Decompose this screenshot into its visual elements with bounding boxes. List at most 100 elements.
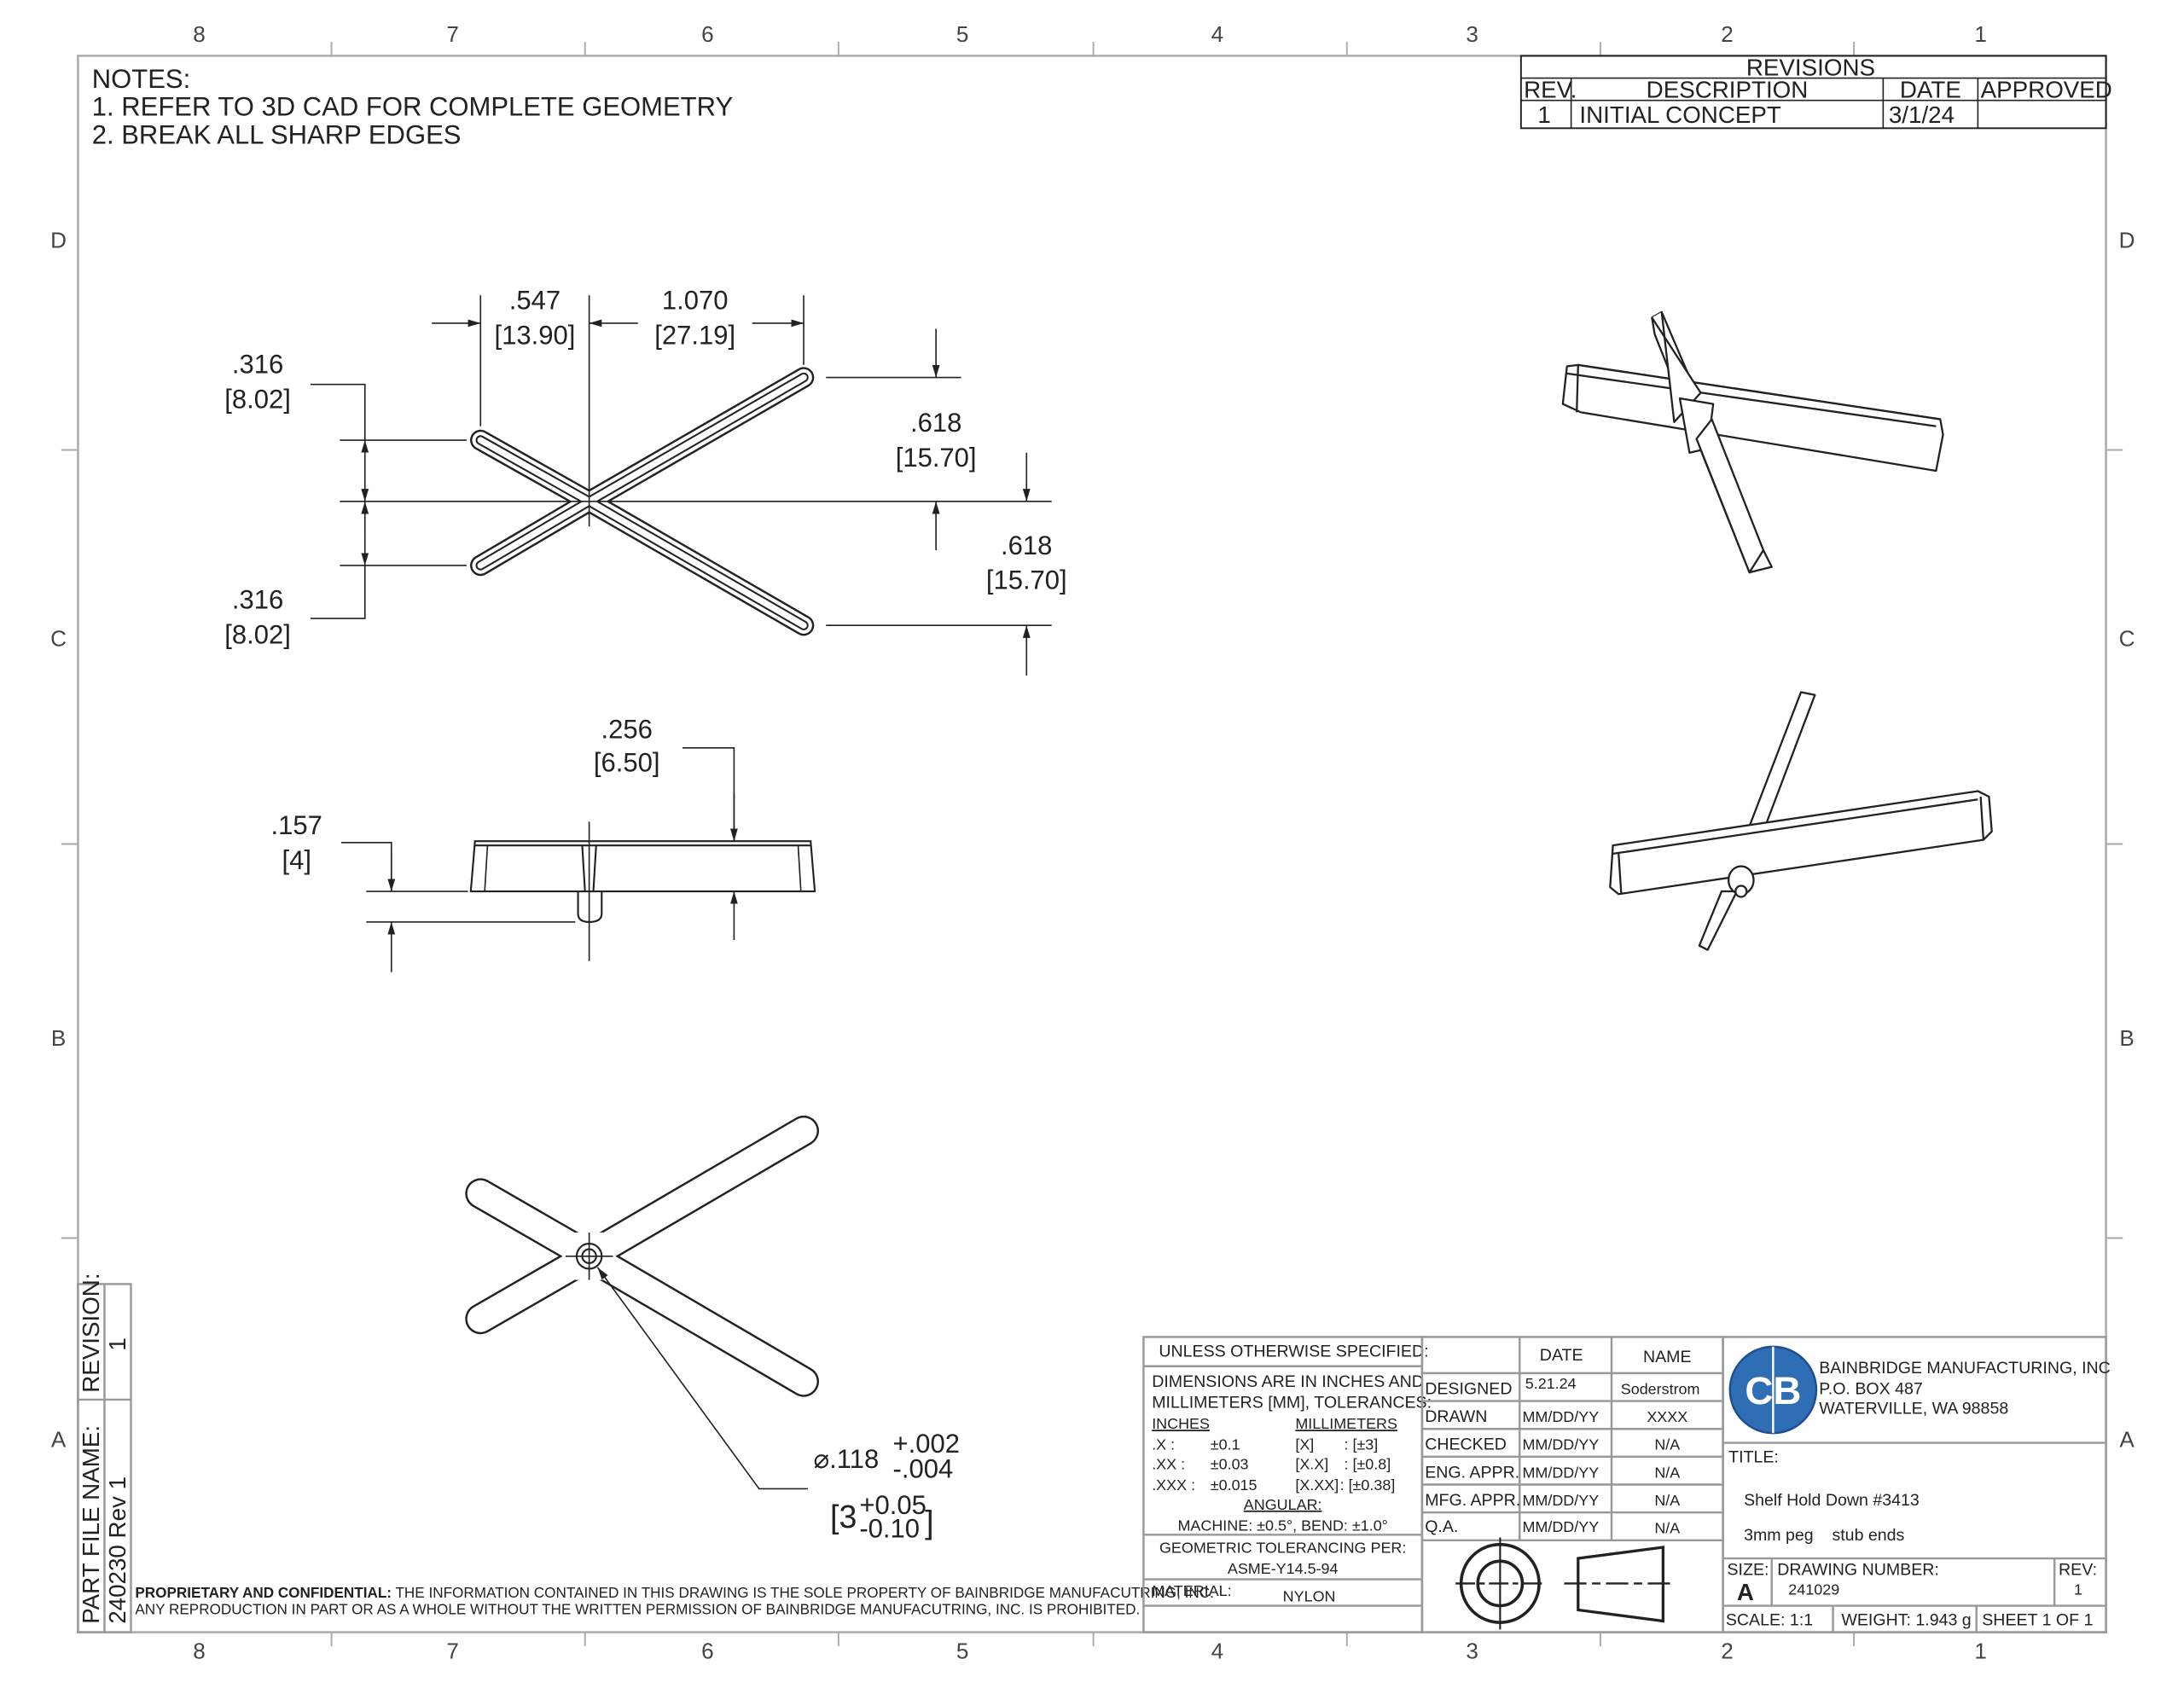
revisions-title: REVISIONS <box>1746 54 1875 80</box>
dim-1070: 1.070 <box>662 286 729 316</box>
zone-col: 4 <box>1211 1639 1224 1664</box>
isometric-view-top <box>1561 310 1944 574</box>
zone-col: 3 <box>1466 1639 1478 1664</box>
zone-row: C <box>50 626 67 652</box>
drawing-number: 241029 <box>1788 1581 1839 1598</box>
approval-name: N/A <box>1654 1492 1680 1509</box>
zone-labels: 8 7 6 5 4 3 2 1 8 7 6 5 4 3 2 1 D C B A … <box>50 21 2135 1664</box>
dim-547-mm: [13.90] <box>495 320 576 350</box>
approval-date: MM/DD/YY <box>1522 1436 1599 1453</box>
drawing-number-label: DRAWING NUMBER: <box>1777 1561 1939 1580</box>
revision-label: REVISION: <box>78 1273 104 1392</box>
approval-date: MM/DD/YY <box>1522 1408 1599 1425</box>
company-address-2: WATERVILLE, WA 98858 <box>1819 1399 2008 1418</box>
approval-name: N/A <box>1654 1436 1680 1453</box>
company-name: BAINBRIDGE MANUFACTURING, INC <box>1819 1359 2111 1378</box>
zone-col: 7 <box>446 21 459 47</box>
approval-date: 5.21.24 <box>1525 1375 1577 1392</box>
revision-date: 3/1/24 <box>1889 102 1955 128</box>
tol-mm-key: [X] <box>1295 1436 1314 1453</box>
revision-value: 1 <box>104 1337 131 1350</box>
zone-col: 6 <box>701 1639 714 1664</box>
angular-values: MACHINE: ±0.5°, BEND: ±1.0° <box>1177 1517 1387 1534</box>
revisions-table: REVISIONS REV. DESCRIPTION DATE APPROVED… <box>1519 54 2112 130</box>
part-file-panel: REVISION: 1 PART FILE NAME: 240230 Rev 1 <box>77 1273 132 1633</box>
tol-mm-value: : [±3] <box>1345 1436 1379 1453</box>
notes: NOTES: 1. REFER TO 3D CAD FOR COMPLETE G… <box>92 64 733 149</box>
angular-label: ANGULAR: <box>1244 1496 1322 1513</box>
zone-col: 5 <box>956 1639 969 1664</box>
top-view: .547 [13.90] 1.070 [27.19] .316 [8.02] .… <box>224 286 1067 676</box>
zone-col: 1 <box>1974 21 1987 47</box>
zone-col: 2 <box>1721 1639 1734 1664</box>
tol-value: ±0.1 <box>1211 1436 1240 1453</box>
isometric-view-bottom <box>1609 691 1993 951</box>
tol-key: .XXX : <box>1152 1476 1195 1494</box>
notes-heading: NOTES: <box>92 64 190 94</box>
revisions-header: APPROVED <box>1981 76 2112 102</box>
material-value: NYLON <box>1283 1588 1336 1605</box>
approval-role: MFG. APPR. <box>1425 1491 1520 1510</box>
approval-role: DRAWN <box>1425 1407 1487 1426</box>
zone-col: 5 <box>956 21 969 47</box>
third-angle-projection-icon <box>1455 1537 1672 1630</box>
approval-date: MM/DD/YY <box>1522 1464 1599 1481</box>
zone-col: 7 <box>446 1639 459 1664</box>
zone-row: C <box>2119 626 2135 652</box>
approval-name: N/A <box>1654 1520 1680 1537</box>
approval-role: ENG. APPR. <box>1425 1463 1519 1482</box>
dim-hole-mm-minus: -0.10 <box>859 1514 920 1544</box>
dim-157-mm: [4] <box>282 845 311 875</box>
size-label: SIZE: <box>1727 1561 1769 1580</box>
tol-mm-value: : [±0.38] <box>1340 1476 1396 1494</box>
tolerance-block: UNLESS OTHERWISE SPECIFIED: DIMENSIONS A… <box>1142 1336 1432 1633</box>
approvals-block: DATE NAME DESIGNED 5.21.24 Soderstrom DR… <box>1420 1336 1724 1633</box>
zone-col: 8 <box>193 21 206 47</box>
tolerance-line2: MILLIMETERS [MM], TOLERANCES: <box>1152 1394 1432 1412</box>
title-label: TITLE: <box>1728 1447 1779 1466</box>
part-file-value: 240230 Rev 1 <box>104 1476 131 1624</box>
company-address-1: P.O. BOX 487 <box>1819 1379 1923 1398</box>
revisions-header: DATE <box>1900 76 1961 102</box>
bottom-view: ⌀.118 +.002 -.004 [3 +0.05 -0.10 ] <box>465 1115 960 1544</box>
proprietary-notice: PROPRIETARY AND CONFIDENTIAL: THE INFORM… <box>135 1584 1214 1618</box>
unless-specified: UNLESS OTHERWISE SPECIFIED: <box>1159 1342 1428 1360</box>
dim-1070-mm: [27.19] <box>654 320 735 350</box>
approval-date: MM/DD/YY <box>1522 1518 1599 1535</box>
sheet: SHEET 1 OF 1 <box>1982 1610 2093 1629</box>
revision-description: INITIAL CONCEPT <box>1579 102 1780 128</box>
dim-157: .157 <box>271 810 322 840</box>
dim-618-lower-mm: [15.70] <box>986 566 1067 595</box>
proprietary-line2: ANY REPRODUCTION IN PART OR AS A WHOLE W… <box>135 1600 1140 1617</box>
material-label: MATERIAL: <box>1152 1582 1231 1599</box>
approval-name: XXXX <box>1647 1408 1687 1425</box>
zone-col: 4 <box>1211 21 1224 47</box>
rev-label: REV: <box>2059 1561 2097 1580</box>
approval-role: CHECKED <box>1425 1436 1507 1454</box>
tol-value: ±0.015 <box>1211 1476 1258 1494</box>
svg-text:PROPRIETARY AND CONFIDENTIAL:: PROPRIETARY AND CONFIDENTIAL: THE INFORM… <box>135 1584 1214 1601</box>
tol-key: .XX : <box>1152 1456 1185 1473</box>
gd-t-standard: ASME-Y14.5-94 <box>1228 1560 1339 1577</box>
tol-key: .X : <box>1152 1436 1175 1453</box>
zone-col: 8 <box>193 1639 206 1664</box>
zone-col: 1 <box>1974 1639 1987 1664</box>
revision-rev: 1 <box>1537 102 1550 128</box>
dim-hole-minus: -.004 <box>893 1453 954 1483</box>
note-item: 2. BREAK ALL SHARP EDGES <box>92 119 462 149</box>
dim-618-lower: .618 <box>1001 531 1052 560</box>
dim-hole-mm-plus: +0.05 <box>859 1490 926 1520</box>
approval-name: N/A <box>1654 1464 1680 1481</box>
scale: SCALE: 1:1 <box>1726 1610 1813 1629</box>
rev-value: 1 <box>2074 1581 2082 1598</box>
dim-hole-mm-close: ] <box>925 1505 933 1540</box>
approvals-header-date: DATE <box>1540 1346 1583 1365</box>
tol-mm-key: [X.XX] <box>1295 1476 1339 1494</box>
approvals-header-name: NAME <box>1643 1348 1692 1366</box>
dim-256-mm: [6.50] <box>594 748 660 778</box>
zone-col: 6 <box>701 21 714 47</box>
dim-316-upper-mm: [8.02] <box>224 384 291 414</box>
note-item: 1. REFER TO 3D CAD FOR COMPLETE GEOMETRY <box>92 92 733 122</box>
zone-ticks <box>61 42 2123 1646</box>
